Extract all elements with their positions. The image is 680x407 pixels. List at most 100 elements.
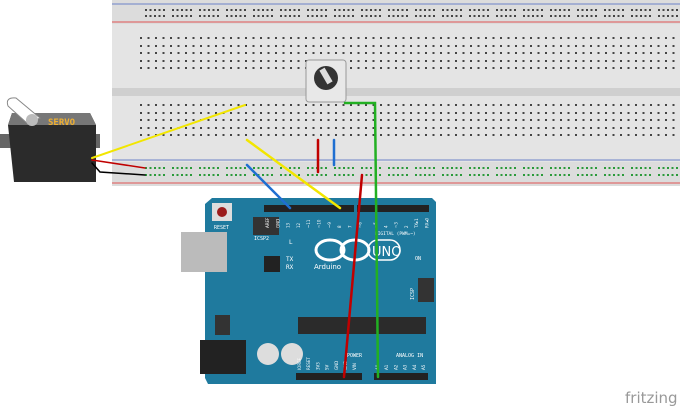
breadboard-hole[interactable]	[649, 167, 651, 169]
breadboard-hole[interactable]	[604, 174, 606, 176]
breadboard-hole[interactable]	[417, 60, 420, 62]
breadboard-hole[interactable]	[357, 67, 360, 69]
breadboard-hole[interactable]	[470, 127, 472, 129]
breadboard-hole[interactable]	[597, 37, 600, 39]
breadboard-hole[interactable]	[155, 60, 157, 62]
breadboard-hole[interactable]	[215, 67, 217, 69]
breadboard-hole[interactable]	[190, 167, 192, 169]
breadboard-hole[interactable]	[361, 15, 363, 17]
breadboard-hole[interactable]	[162, 45, 165, 47]
breadboard-hole[interactable]	[627, 37, 630, 39]
breadboard-hole[interactable]	[312, 112, 315, 114]
breadboard-hole[interactable]	[158, 9, 161, 11]
breadboard-hole[interactable]	[154, 167, 156, 169]
breadboard-hole[interactable]	[342, 112, 345, 114]
breadboard-hole[interactable]	[245, 67, 247, 69]
breadboard-hole[interactable]	[162, 104, 165, 106]
breadboard-hole[interactable]	[482, 15, 485, 17]
breadboard-hole[interactable]	[672, 67, 675, 69]
breadboard-hole[interactable]	[657, 45, 660, 47]
breadboard-hole[interactable]	[552, 127, 555, 129]
breadboard-hole[interactable]	[649, 15, 651, 17]
breadboard-hole[interactable]	[380, 127, 382, 129]
breadboard-hole[interactable]	[372, 104, 375, 106]
breadboard-hole[interactable]	[410, 104, 412, 106]
breadboard-hole[interactable]	[282, 104, 285, 106]
breadboard-hole[interactable]	[350, 45, 352, 47]
breadboard-hole[interactable]	[417, 52, 420, 54]
breadboard-hole[interactable]	[170, 112, 172, 114]
breadboard-hole[interactable]	[147, 45, 150, 47]
breadboard-hole[interactable]	[177, 67, 180, 69]
breadboard-hole[interactable]	[485, 134, 487, 136]
breadboard-hole[interactable]	[642, 67, 645, 69]
breadboard-hole[interactable]	[605, 127, 607, 129]
breadboard-hole[interactable]	[245, 119, 247, 121]
breadboard-hole[interactable]	[545, 37, 547, 39]
breadboard-hole[interactable]	[280, 167, 282, 169]
breadboard-hole[interactable]	[478, 9, 480, 11]
breadboard-hole[interactable]	[470, 60, 472, 62]
breadboard-hole[interactable]	[410, 112, 412, 114]
breadboard-hole[interactable]	[257, 15, 260, 17]
breadboard-hole[interactable]	[387, 52, 390, 54]
breadboard-hole[interactable]	[212, 167, 215, 169]
breadboard-hole[interactable]	[402, 127, 405, 129]
breadboard-hole[interactable]	[671, 174, 674, 176]
breadboard-hole[interactable]	[514, 174, 516, 176]
breadboard-hole[interactable]	[374, 15, 377, 17]
breadboard-hole[interactable]	[536, 15, 539, 17]
breadboard-hole[interactable]	[537, 119, 540, 121]
potentiometer[interactable]	[305, 59, 347, 103]
breadboard-hole[interactable]	[290, 127, 292, 129]
breadboard-hole[interactable]	[155, 52, 157, 54]
breadboard-hole[interactable]	[415, 9, 417, 11]
breadboard-hole[interactable]	[275, 67, 277, 69]
breadboard-hole[interactable]	[612, 52, 615, 54]
breadboard-hole[interactable]	[147, 37, 150, 39]
breadboard-hole[interactable]	[343, 167, 345, 169]
breadboard-hole[interactable]	[577, 15, 579, 17]
breadboard-hole[interactable]	[290, 45, 292, 47]
breadboard-hole[interactable]	[567, 60, 570, 62]
breadboard-hole[interactable]	[388, 174, 390, 176]
breadboard-hole[interactable]	[379, 174, 381, 176]
breadboard-hole[interactable]	[482, 167, 485, 169]
breadboard-hole[interactable]	[387, 119, 390, 121]
breadboard-hole[interactable]	[397, 9, 399, 11]
breadboard-hole[interactable]	[342, 45, 345, 47]
breadboard-hole[interactable]	[275, 119, 277, 121]
breadboard-hole[interactable]	[230, 37, 232, 39]
breadboard-hole[interactable]	[325, 15, 327, 17]
breadboard-hole[interactable]	[515, 45, 517, 47]
breadboard-hole[interactable]	[620, 127, 622, 129]
breadboard-hole[interactable]	[282, 52, 285, 54]
breadboard-hole[interactable]	[262, 15, 264, 17]
breadboard-hole[interactable]	[672, 119, 675, 121]
breadboard-hole[interactable]	[176, 167, 179, 169]
breadboard-hole[interactable]	[387, 67, 390, 69]
breadboard-hole[interactable]	[469, 167, 471, 169]
breadboard-hole[interactable]	[560, 67, 562, 69]
breadboard-hole[interactable]	[312, 134, 315, 136]
breadboard-hole[interactable]	[335, 119, 337, 121]
breadboard-hole[interactable]	[492, 134, 495, 136]
breadboard-hole[interactable]	[293, 9, 296, 11]
breadboard-hole[interactable]	[597, 60, 600, 62]
breadboard-hole[interactable]	[244, 167, 246, 169]
breadboard-hole[interactable]	[560, 134, 562, 136]
breadboard-hole[interactable]	[424, 167, 426, 169]
breadboard-hole[interactable]	[541, 9, 543, 11]
breadboard-hole[interactable]	[239, 15, 242, 17]
breadboard-hole[interactable]	[635, 119, 637, 121]
breadboard-hole[interactable]	[252, 119, 255, 121]
breadboard-hole[interactable]	[395, 52, 397, 54]
breadboard-hole[interactable]	[297, 37, 300, 39]
breadboard-hole[interactable]	[560, 104, 562, 106]
breadboard-hole[interactable]	[395, 127, 397, 129]
breadboard-hole[interactable]	[552, 119, 555, 121]
breadboard-hole[interactable]	[185, 67, 187, 69]
breadboard-hole[interactable]	[424, 15, 426, 17]
breadboard-hole[interactable]	[530, 119, 532, 121]
breadboard-hole[interactable]	[402, 104, 405, 106]
